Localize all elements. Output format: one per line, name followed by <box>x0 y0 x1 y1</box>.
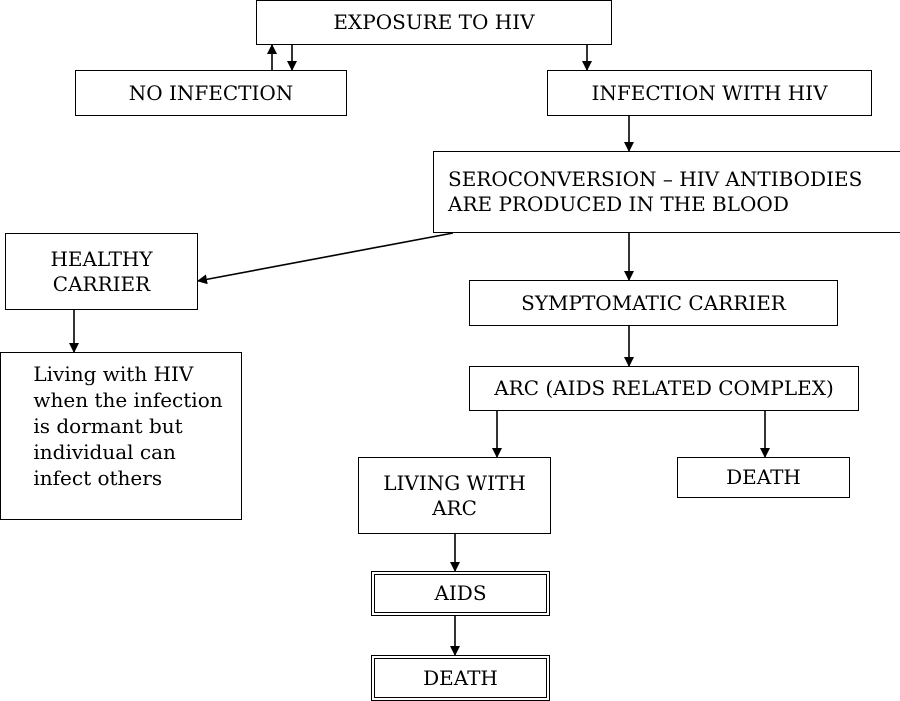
arc-box: ARC (AIDS RELATED COMPLEX) <box>469 366 859 411</box>
symptomatic-carrier-box: SYMPTOMATIC CARRIER <box>469 280 838 326</box>
healthy-carrier-line-2: CARRIER <box>52 271 151 296</box>
living-with-hiv-line-3: is dormant but <box>33 414 183 438</box>
living-with-arc-box: LIVING WITH ARC <box>358 457 551 534</box>
infection-with-hiv-label: INFECTION WITH HIV <box>591 80 828 105</box>
death-from-arc-box: DEATH <box>677 457 850 498</box>
living-with-hiv-line-5: infect others <box>33 466 163 490</box>
living-with-hiv-line-2: when the infection <box>33 388 223 412</box>
living-with-hiv-line-4: individual can <box>33 440 176 464</box>
death-from-arc-label: DEATH <box>726 465 801 489</box>
seroconversion-line-1: SEROCONVERSION – HIV ANTIBODIES <box>448 167 863 191</box>
living-with-arc-line-1: LIVING WITH <box>383 470 526 495</box>
infection-with-hiv-box: INFECTION WITH HIV <box>547 70 872 116</box>
living-with-hiv-line-1: Living with HIV <box>33 362 194 386</box>
living-with-arc-line-2: ARC <box>432 495 477 520</box>
living-with-hiv-box: Living with HIV when the infection is do… <box>0 352 242 520</box>
aids-label: AIDS <box>434 581 487 605</box>
final-death-label: DEATH <box>423 665 498 690</box>
symptomatic-carrier-label: SYMPTOMATIC CARRIER <box>521 290 786 315</box>
exposure-to-hiv-box: EXPOSURE TO HIV <box>256 0 612 45</box>
exposure-to-hiv-label: EXPOSURE TO HIV <box>333 10 535 34</box>
healthy-carrier-box: HEALTHY CARRIER <box>5 233 198 310</box>
aids-box: AIDS <box>371 571 550 616</box>
healthy-carrier-line-1: HEALTHY <box>50 246 153 271</box>
arc-label: ARC (AIDS RELATED COMPLEX) <box>494 376 834 400</box>
no-infection-box: NO INFECTION <box>75 70 347 116</box>
final-death-box: DEATH <box>371 655 550 701</box>
seroconversion-line-2: ARE PRODUCED IN THE BLOOD <box>448 192 789 216</box>
no-infection-label: NO INFECTION <box>128 80 294 105</box>
seroconversion-box: SEROCONVERSION – HIV ANTIBODIES ARE PROD… <box>433 151 900 233</box>
arrow-seroconversion-to-healthy-carrier <box>197 232 454 285</box>
